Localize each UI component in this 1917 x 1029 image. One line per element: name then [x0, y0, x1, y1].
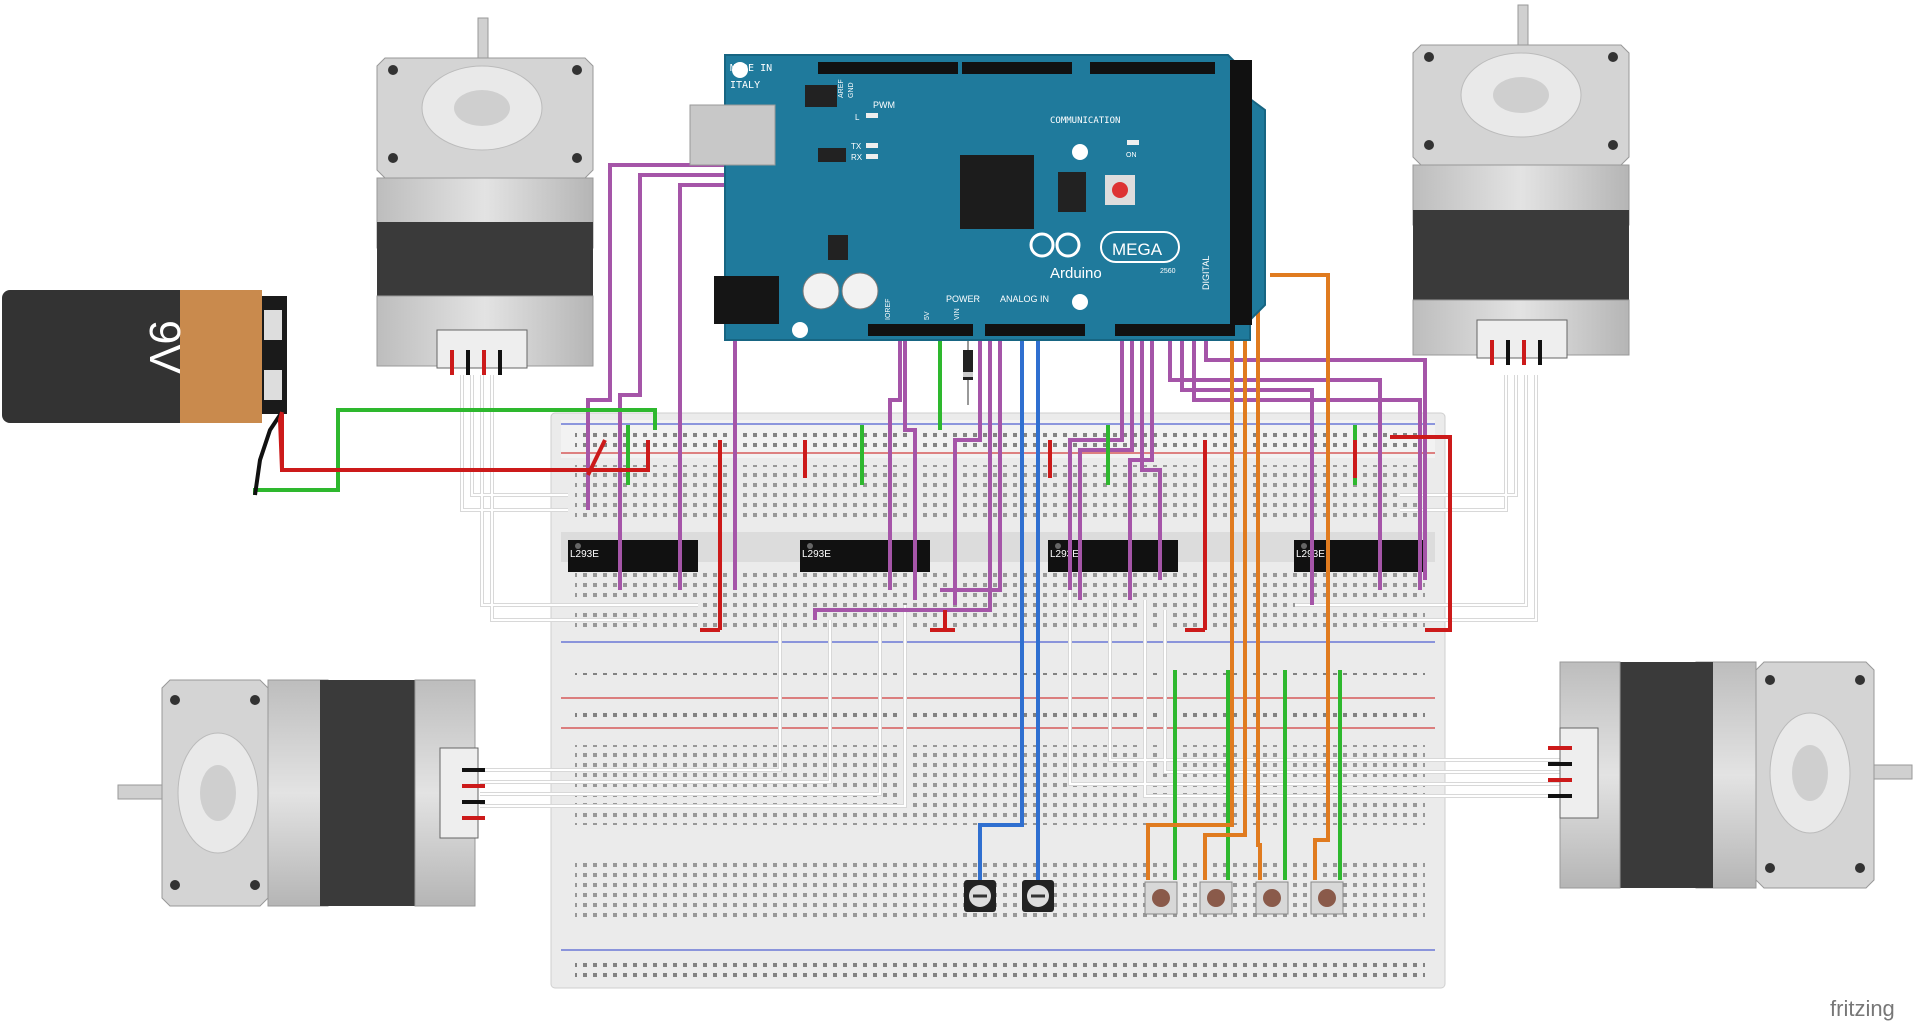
stepper-motor-icon	[1412, 4, 1630, 365]
potentiometer-icon	[1022, 880, 1054, 912]
digital-label: DIGITAL	[1201, 256, 1211, 290]
white-wires-inner	[461, 375, 1562, 807]
stepper-motor-icon	[1548, 661, 1913, 889]
pushbutton-icon	[1144, 881, 1178, 915]
analog-in-label: ANALOG IN	[1000, 294, 1049, 304]
5v-pin-label: 5V	[924, 311, 931, 320]
battery-9v: 9V	[2, 290, 287, 496]
chip-model-label: 2560	[1160, 268, 1176, 275]
power-label: POWER	[946, 294, 981, 304]
stepper-motor-icon	[376, 17, 594, 375]
orange-wires	[1146, 256, 1330, 880]
driver-chip-4: L293E	[1294, 540, 1424, 572]
battery-label: 9V	[140, 320, 189, 374]
driver-chip-1: L293E	[568, 540, 698, 572]
led-l-label: L	[855, 113, 860, 122]
blue-wires	[978, 325, 1040, 885]
chip-label: L293E	[570, 549, 599, 560]
aref-label: AREF	[838, 79, 845, 98]
ioref-label: IOREF	[885, 299, 892, 320]
communication-label: COMMUNICATION	[1050, 116, 1120, 126]
breadboard	[550, 412, 1446, 989]
italy-label: ITALY	[730, 80, 760, 91]
fritzing-watermark: fritzing	[1830, 996, 1895, 1021]
arduino-mega-board: MADE IN ITALY Arduino MEGA 2560 COMMUNIC…	[689, 54, 1266, 341]
diode-icon	[963, 335, 973, 405]
made-in-label: MADE IN	[730, 63, 772, 74]
stepper-motor-icon	[117, 679, 485, 907]
pushbutton-icon	[1255, 881, 1289, 915]
led-on-label: ON	[1126, 152, 1137, 159]
brand-label: Arduino	[1050, 265, 1102, 282]
potentiometer-icon	[964, 880, 996, 912]
led-tx-label: TX	[851, 142, 862, 151]
chip-label: L293E	[1050, 549, 1079, 560]
led-rx-label: RX	[851, 153, 863, 162]
pwm-label: PWM	[873, 100, 895, 110]
chip-label: L293E	[802, 549, 831, 560]
gnd-label: GND	[848, 82, 855, 98]
pushbutton-icon	[1310, 881, 1344, 915]
driver-chip-2: L293E	[800, 540, 930, 572]
pushbutton-icon	[1199, 881, 1233, 915]
model-label: MEGA	[1112, 240, 1163, 259]
vin-pin-label: VIN	[954, 308, 961, 320]
